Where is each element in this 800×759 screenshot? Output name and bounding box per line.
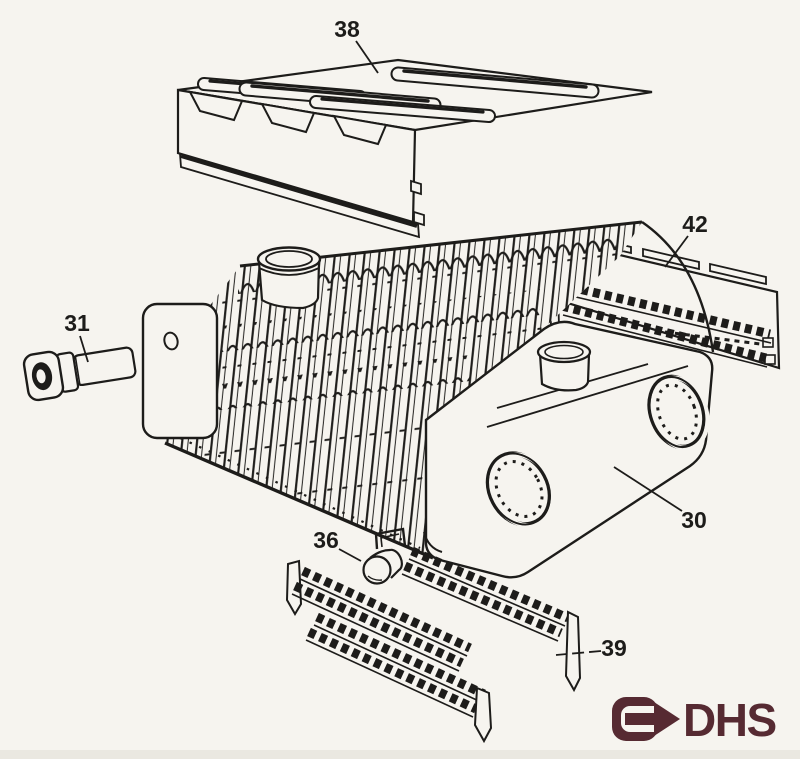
dhs-arrow-icon (612, 697, 680, 741)
callout-30: 30 (681, 507, 707, 533)
left-tank (141, 302, 219, 440)
comb-strip-lower (305, 612, 493, 744)
callout-39: 39 (601, 635, 627, 661)
part-39-comb-strips (285, 546, 582, 744)
flue-collar-right (536, 340, 592, 392)
dhs-logo: DHS (612, 694, 777, 746)
comb-strip-upper (401, 546, 582, 693)
leader-42 (664, 235, 689, 268)
part-31-bolt (22, 346, 137, 402)
dhs-logo-text: DHS (683, 694, 776, 746)
part-38-top-cover (176, 58, 653, 239)
leader-31 (79, 335, 89, 363)
callout-31: 31 (64, 310, 90, 336)
leader-39 (555, 650, 602, 656)
comb-strip-middle (285, 559, 472, 672)
part-30-heat-exchanger-body (141, 220, 715, 579)
leader-36 (338, 548, 362, 562)
end-cap-opening (647, 374, 710, 451)
callout-42: 42 (682, 211, 708, 237)
callout-leaders (79, 40, 689, 656)
callout-36: 36 (313, 527, 339, 553)
front-opening (485, 451, 556, 528)
part-36-plug (362, 527, 407, 585)
scan-edge (0, 750, 800, 759)
flue-collar-left (256, 246, 322, 310)
leader-30 (613, 466, 683, 512)
cover-slots (197, 66, 600, 123)
leader-38 (355, 40, 379, 74)
callout-labels: 38 42 31 30 36 39 (64, 16, 708, 661)
callout-38: 38 (334, 16, 360, 42)
